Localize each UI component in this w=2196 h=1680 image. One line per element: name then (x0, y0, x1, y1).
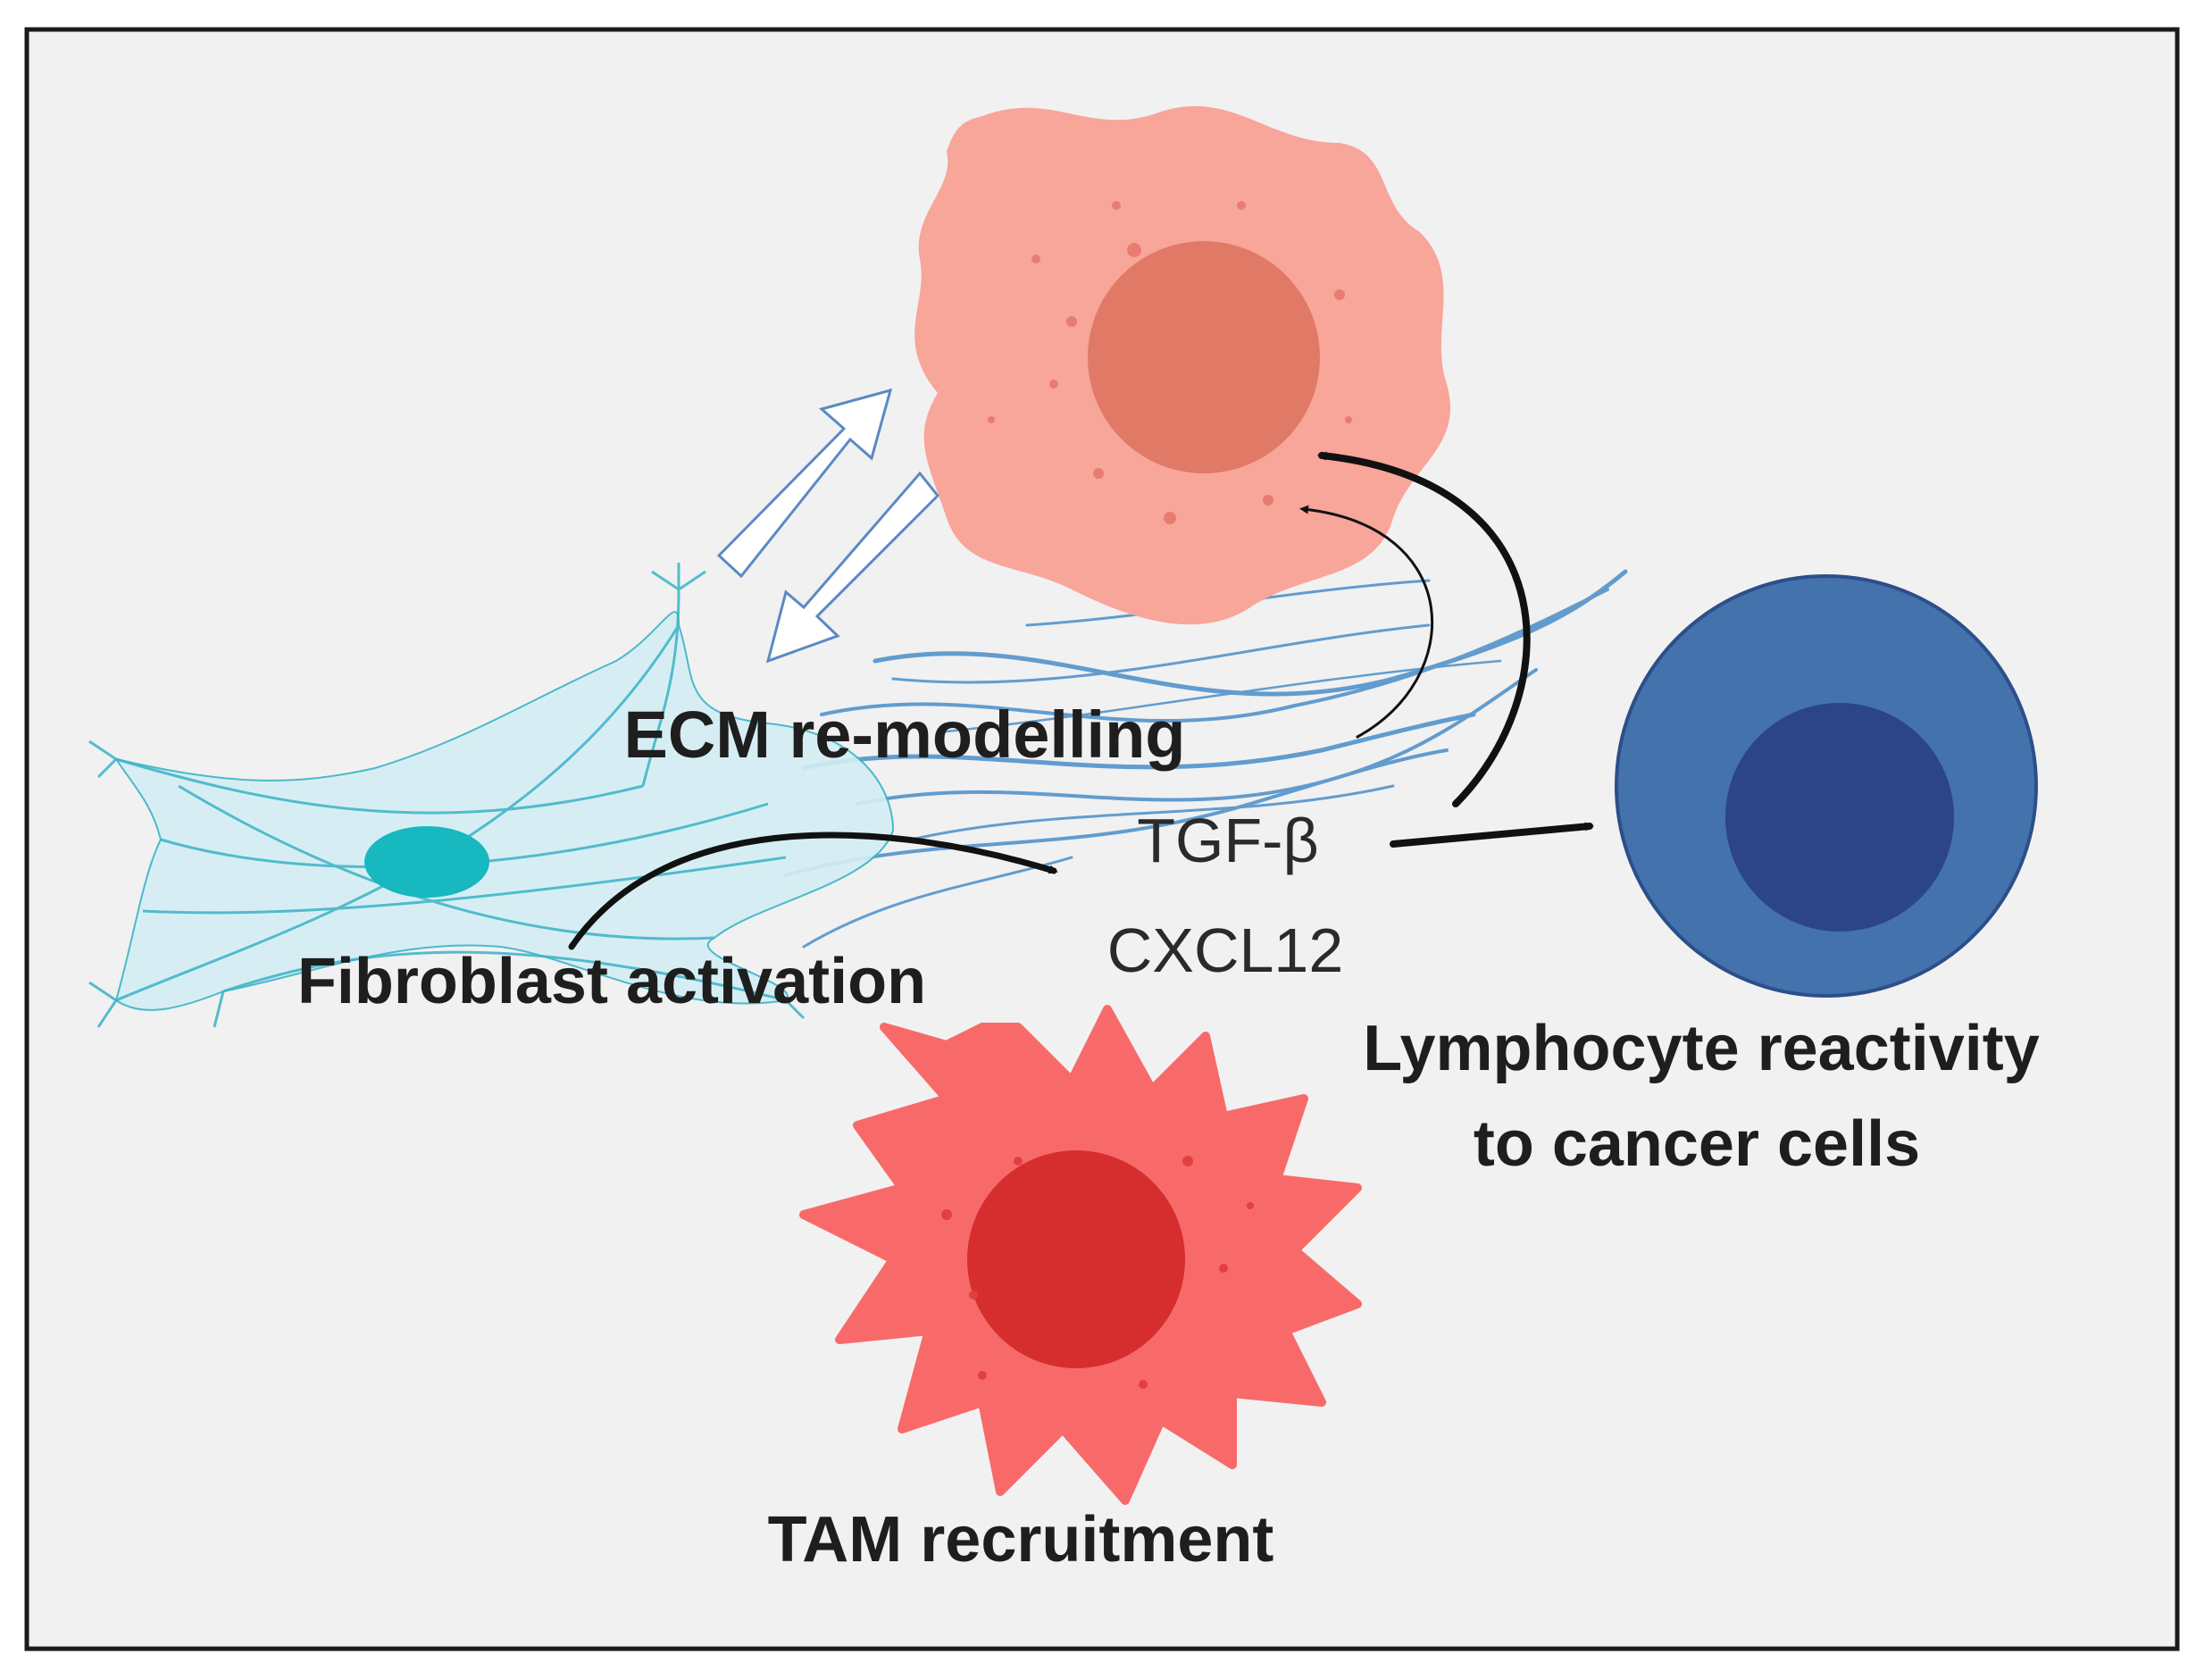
tam-macrophage-icon (799, 1005, 1362, 1505)
fibroblast-icon (88, 563, 895, 1028)
bidirectional-hollow-arrows-icon (716, 388, 940, 664)
tam-recruitment-label: TAM recruitment (768, 1504, 1274, 1576)
arrow-cytokines-to-lymphocyte (1390, 822, 1594, 848)
ecm-remodelling-label: ECM re-modelling (623, 698, 1185, 772)
lymphocyte-icon (1615, 574, 2038, 998)
to-cancer-cells-label: to cancer cells (1474, 1108, 1920, 1180)
fibroblast-nucleus (364, 826, 489, 898)
arrow-to-cancer-inner (1299, 505, 1434, 739)
cancer-cell-icon (914, 105, 1451, 625)
signal-arrows (568, 451, 1594, 950)
arrow-to-cancer-outer (1317, 451, 1531, 807)
tgf-beta-label: TGF-β (1137, 806, 1319, 875)
lymphocyte-reactivity-label: Lymphocyte reactivity (1363, 1013, 2040, 1084)
cxcl12-label: CXCL12 (1107, 915, 1344, 985)
fibroblast-activation-label: Fibroblast activation (297, 946, 926, 1017)
arrow-fibroblast-to-cytokines (568, 832, 1058, 950)
